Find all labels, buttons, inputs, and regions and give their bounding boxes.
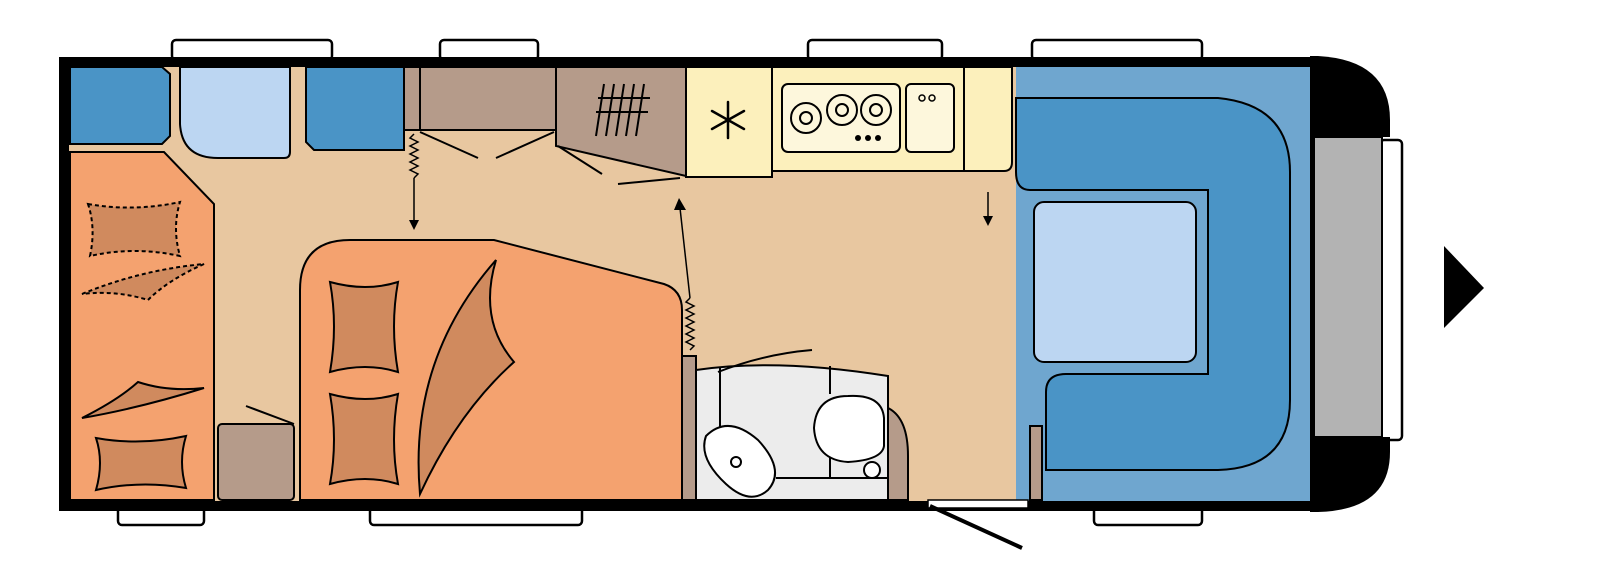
mechanism-arrows bbox=[408, 133, 989, 351]
pillow-7 bbox=[417, 259, 516, 498]
cabinet-top-1 bbox=[419, 66, 557, 131]
pillow-4 bbox=[94, 434, 188, 492]
cabinet-strip bbox=[403, 66, 421, 131]
sink bbox=[905, 83, 955, 153]
pillow-dashed-2 bbox=[81, 263, 205, 302]
door-swing-lines bbox=[419, 131, 681, 185]
small-cabinet-door-swing bbox=[245, 405, 295, 425]
rear-cabinet-right bbox=[305, 66, 405, 151]
knob-icons bbox=[855, 135, 881, 141]
spring-2 bbox=[684, 297, 696, 351]
rear-bed-pillows bbox=[81, 200, 205, 492]
small-cabinet bbox=[217, 423, 295, 501]
direction-arrow-icon bbox=[1444, 246, 1484, 328]
door-frame-post bbox=[1029, 425, 1043, 501]
drawbar-area bbox=[1309, 136, 1383, 438]
washroom-door-arc bbox=[717, 349, 813, 373]
front-nose-bottom bbox=[1310, 437, 1390, 512]
arrowheads bbox=[409, 198, 993, 230]
arrowhead-up bbox=[674, 198, 686, 210]
spring-1 bbox=[408, 133, 420, 179]
entry-door[interactable] bbox=[929, 504, 1023, 550]
toilet bbox=[812, 394, 885, 464]
central-bed-pillows bbox=[328, 259, 516, 498]
arrowhead-down-1 bbox=[409, 220, 419, 230]
toilet-drain-icon bbox=[863, 461, 881, 479]
washbasin-drain-icon bbox=[730, 456, 742, 468]
tap-icons bbox=[918, 94, 936, 102]
pillow-3 bbox=[81, 380, 205, 419]
pillow-5 bbox=[328, 280, 400, 374]
pillow-dashed-1 bbox=[86, 200, 182, 258]
pillow-6 bbox=[328, 392, 400, 486]
wall-post-right bbox=[887, 406, 909, 501]
front-u-seat bbox=[1015, 97, 1291, 471]
dining-table bbox=[1033, 201, 1197, 363]
burner-icons bbox=[790, 94, 892, 134]
snowflake-icon bbox=[710, 100, 746, 140]
rear-cabinet-left bbox=[69, 66, 171, 145]
arrow-2-line bbox=[679, 207, 691, 299]
wall-post-left bbox=[681, 355, 697, 501]
front-nose bbox=[1310, 56, 1390, 137]
shelf-rack-icon bbox=[595, 83, 650, 137]
rear-basin bbox=[179, 66, 291, 159]
arrowhead-down-2 bbox=[983, 216, 993, 226]
door-sill bbox=[927, 499, 1029, 509]
window-front bbox=[1378, 138, 1404, 442]
kitchen-counter-end bbox=[963, 66, 1013, 172]
